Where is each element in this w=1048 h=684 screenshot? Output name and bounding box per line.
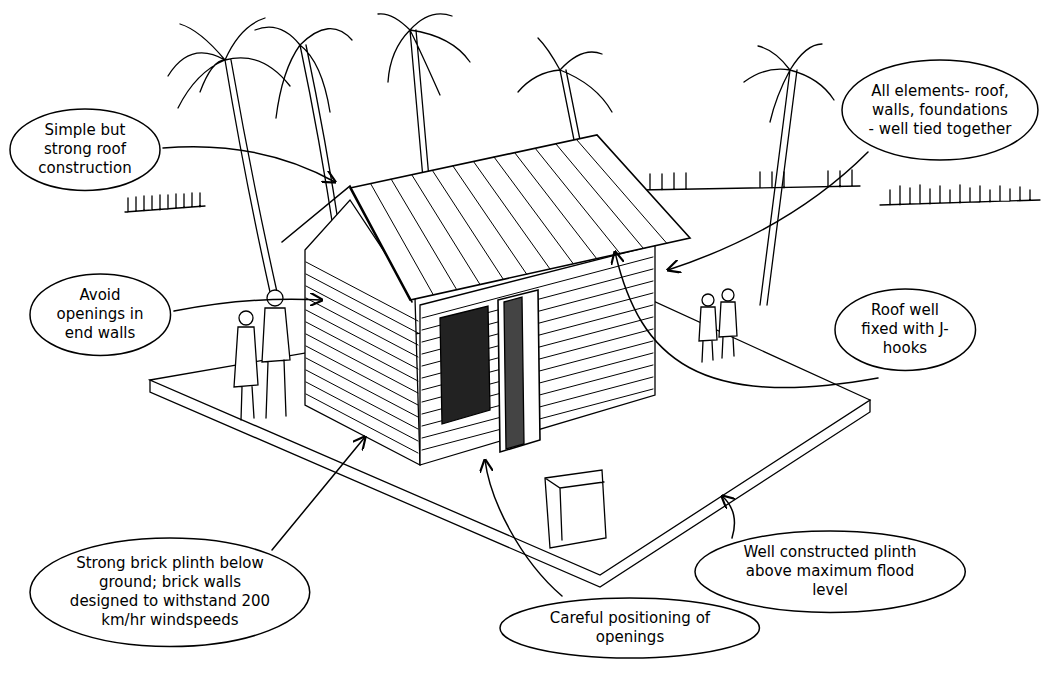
- callout-ellipse: Well constructed plinth above maximum fl…: [693, 529, 967, 614]
- callout-text-group: Roof well fixed with J-hooks: [853, 301, 957, 358]
- door-opening: [498, 290, 540, 452]
- roof: [350, 135, 690, 300]
- plinth: [150, 295, 870, 575]
- callout-text: Careful positioning of openings: [534, 609, 726, 647]
- window-opening: [440, 306, 490, 424]
- callout-text: Avoid openings in end walls: [48, 286, 152, 343]
- ellipse-shape: [695, 531, 965, 612]
- step-box: [545, 470, 606, 548]
- leader-line: [668, 152, 868, 270]
- ellipse-shape: [500, 598, 759, 658]
- leader-line: [163, 147, 335, 182]
- palm-tree: [518, 38, 612, 145]
- leader-line: [722, 496, 734, 538]
- callout-ellipse: All elements- roof, walls, foundations -…: [840, 58, 1040, 162]
- fence: [640, 170, 860, 190]
- callout-text-group: Simple but strong roof construction: [30, 121, 141, 178]
- ellipse-shape: [842, 60, 1038, 160]
- callout-text-group: Avoid openings in end walls: [48, 286, 152, 343]
- palm-tree: [744, 44, 834, 305]
- palm-tree: [168, 18, 290, 292]
- people: [234, 289, 737, 420]
- ellipse-shape: [30, 538, 310, 647]
- door-leaf: [504, 297, 524, 449]
- ellipse-shape: [30, 274, 171, 355]
- callout-ellipse: Careful positioning of openings: [498, 596, 761, 660]
- callout-text-group: Well constructed plinth above maximum fl…: [730, 543, 930, 600]
- leader-line: [485, 460, 562, 596]
- callout-text: Roof well fixed with J-hooks: [853, 301, 957, 358]
- palm-tree: [378, 14, 470, 190]
- callout-ellipse: Roof well fixed with J-hooks: [833, 287, 978, 372]
- callout-text-group: Careful positioning of openings: [534, 609, 726, 647]
- callout-text: Well constructed plinth above maximum fl…: [730, 543, 930, 600]
- ellipse-shape: [835, 289, 976, 370]
- callout-ellipse: Strong brick plinth below ground; brick …: [28, 536, 312, 649]
- callout-text: All elements- roof, walls, foundations -…: [867, 82, 1012, 139]
- ellipse-shape: [10, 109, 160, 190]
- bargeboard: [282, 186, 412, 302]
- fence: [125, 193, 205, 212]
- callout-text-group: Strong brick plinth below ground; brick …: [66, 554, 273, 630]
- roof-corrugations: [371, 139, 667, 294]
- callout-ellipse: Avoid openings in end walls: [28, 272, 173, 357]
- leader-line: [174, 299, 322, 311]
- palm-tree: [255, 27, 352, 240]
- callout-ellipse: Simple but strong roof construction: [8, 107, 162, 192]
- callout-text: Strong brick plinth below ground; brick …: [66, 554, 273, 630]
- callout-text-group: All elements- roof, walls, foundations -…: [867, 82, 1012, 139]
- far-trees: [880, 185, 1040, 205]
- callout-text: Simple but strong roof construction: [30, 121, 141, 178]
- brick-courses: [306, 262, 418, 453]
- leader-line: [272, 437, 365, 550]
